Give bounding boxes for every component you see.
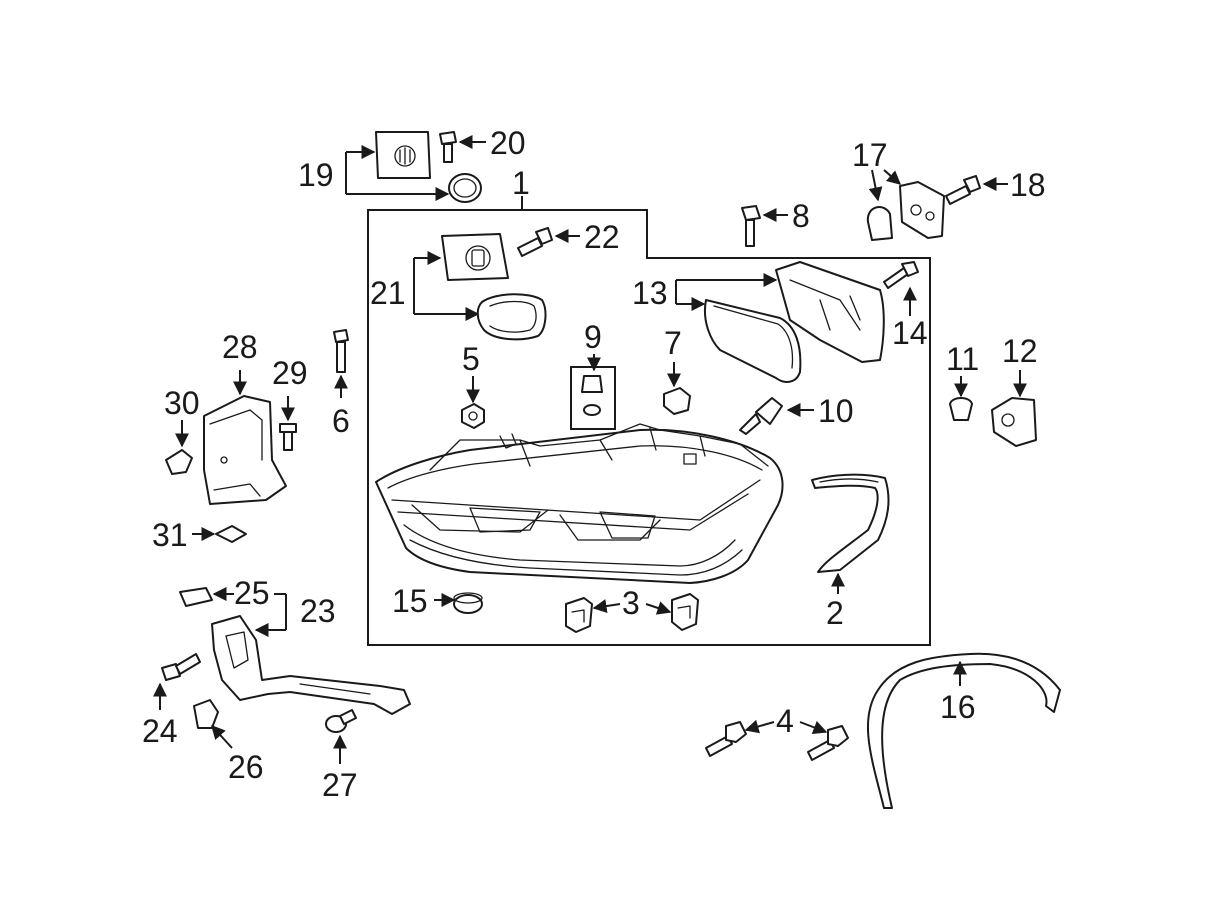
callout-29: 29 — [272, 355, 308, 391]
callout-3: 3 — [622, 585, 640, 621]
callout-9: 9 — [584, 319, 602, 355]
callout-11: 11 — [946, 341, 979, 377]
part-6-bolt — [333, 329, 349, 373]
callout-8: 8 — [792, 198, 810, 234]
part-2-trim-strip — [811, 473, 890, 573]
callout-31: 31 — [152, 517, 188, 553]
part-17-gasket — [866, 206, 893, 241]
callout-7: 7 — [664, 325, 682, 361]
part-10-bulb — [739, 397, 783, 435]
callout-18: 18 — [1010, 167, 1046, 203]
callout-17: 17 — [852, 137, 888, 173]
part-23-bracket — [211, 615, 411, 715]
assembly-frame — [367, 209, 931, 646]
part-3-clip-right — [671, 593, 699, 631]
callout-1: 1 — [512, 165, 530, 201]
part-11-plug — [949, 397, 973, 421]
callout-30: 30 — [164, 385, 200, 421]
callout-28: 28 — [222, 329, 258, 365]
part-5-nut — [461, 403, 485, 429]
part-13-gasket — [704, 299, 802, 383]
part-20-screw — [439, 131, 457, 163]
callout-25: 25 — [234, 575, 270, 611]
part-25-clip — [179, 587, 213, 607]
part-31-washer — [215, 525, 247, 543]
part-4-bolt-left — [705, 721, 747, 757]
part-4-bolt-right — [807, 725, 849, 761]
callout-10: 10 — [818, 393, 854, 429]
part-26-clip — [193, 699, 219, 729]
callout-13: 13 — [632, 275, 668, 311]
part-19-module — [375, 131, 431, 179]
part-9-socket — [581, 375, 603, 416]
callout-12: 12 — [1002, 333, 1038, 369]
callout-16: 16 — [940, 689, 976, 725]
callout-6: 6 — [332, 403, 350, 439]
part-16-hose — [867, 652, 1061, 809]
callout-27: 27 — [322, 767, 358, 803]
part-24-bolt — [161, 653, 201, 681]
part-27-nut — [325, 709, 357, 733]
part-29-screw — [279, 423, 297, 451]
callout-23: 23 — [300, 593, 336, 629]
callout-26: 26 — [228, 749, 264, 785]
part-28-air-guide — [203, 395, 287, 505]
callout-19: 19 — [298, 157, 334, 193]
part-22-screw — [517, 227, 553, 257]
part-30-clip — [165, 449, 193, 475]
callout-21: 21 — [370, 275, 406, 311]
part-17-cap — [899, 181, 945, 239]
callout-4: 4 — [776, 703, 794, 739]
headlamp-assembly — [375, 423, 784, 584]
part-14-bolt — [883, 261, 919, 289]
callout-22: 22 — [584, 219, 620, 255]
part-12-bracket — [991, 397, 1037, 447]
callout-2: 2 — [826, 595, 844, 631]
callout-14: 14 — [892, 315, 928, 351]
part-18-bolt — [945, 175, 981, 205]
part-7-connector — [663, 387, 691, 415]
part-3-clip-left — [565, 597, 593, 633]
part-15-seal — [453, 592, 483, 614]
callout-15: 15 — [392, 583, 428, 619]
callout-20: 20 — [490, 125, 526, 161]
part-21-module — [441, 233, 509, 281]
part-8-bolt — [741, 205, 761, 247]
part-13-cover — [775, 261, 885, 363]
callout-24: 24 — [142, 713, 178, 749]
callout-5: 5 — [462, 341, 480, 377]
